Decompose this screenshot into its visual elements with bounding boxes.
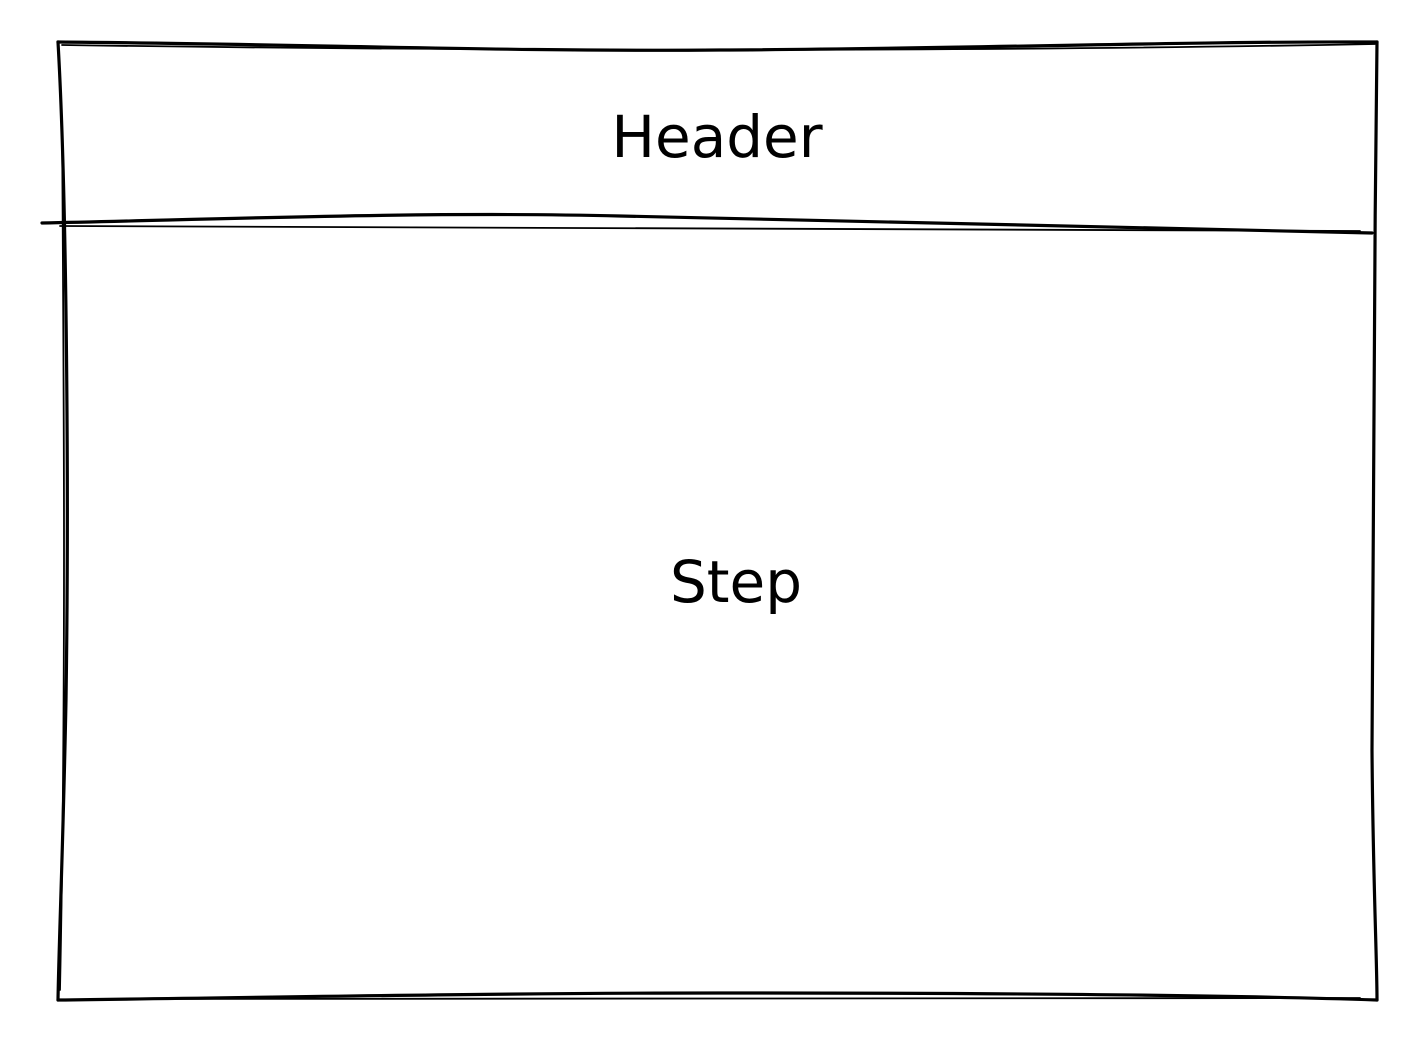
header-divider (40, 212, 1374, 235)
outer-frame (56, 40, 1379, 1002)
step-label: Step (669, 548, 803, 616)
header-label: Header (611, 103, 823, 171)
